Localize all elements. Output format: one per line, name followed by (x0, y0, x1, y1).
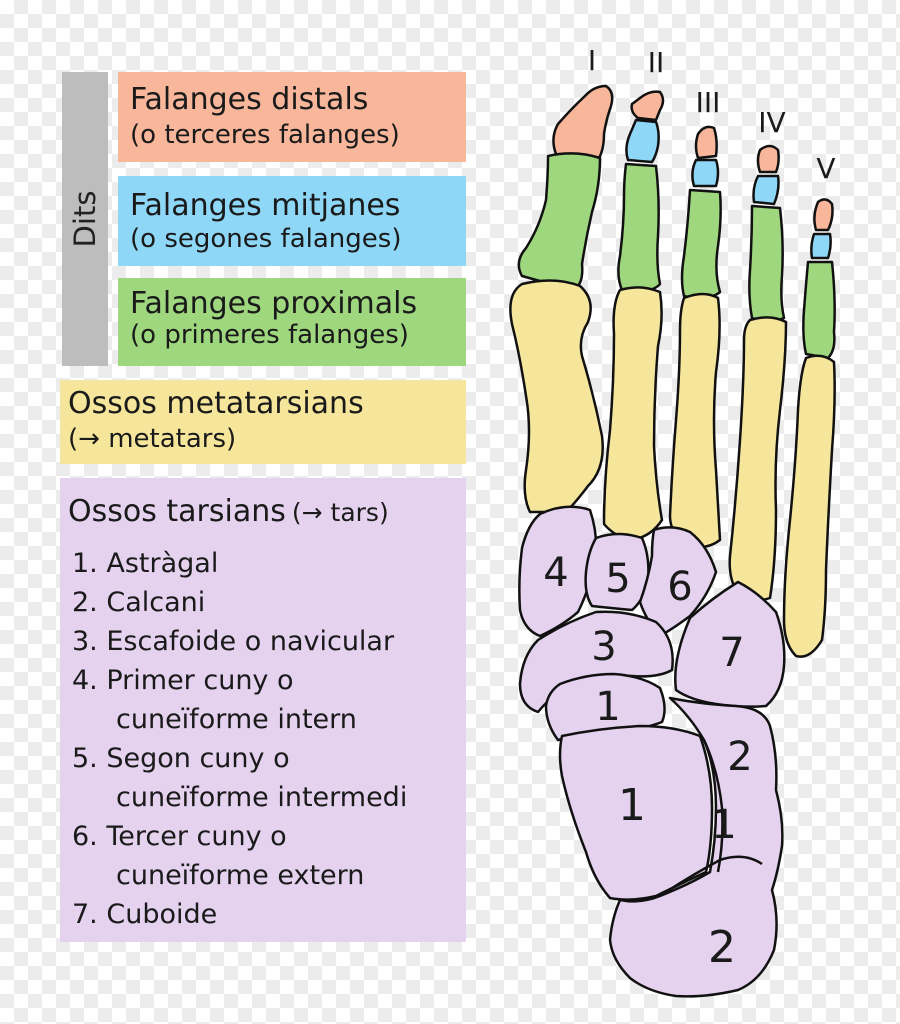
proximal-phalanx-2 (618, 164, 660, 291)
middle-phalanx-4 (754, 176, 779, 204)
metatarsal-1 (510, 280, 602, 512)
bone-number-talus-body: 1 (618, 780, 646, 831)
toe-label-5: V (816, 152, 835, 185)
metatarsal-5 (784, 356, 835, 657)
bone-number-talus-side: 1 (711, 802, 736, 848)
bone-number-calcaneus-lower: 2 (708, 922, 736, 973)
toe-label-1: I (588, 44, 596, 77)
bone-number-cuneiform-medial: 4 (543, 550, 568, 596)
distal-phalanx-2 (632, 92, 663, 120)
middle-phalanx-2 (626, 120, 658, 162)
toe-label-3: III (696, 86, 721, 119)
proximal-phalanx-5 (803, 262, 834, 358)
metatarsal-2 (604, 287, 662, 540)
bone-number-cuneiform-lateral: 6 (667, 564, 692, 610)
bone-number-cuneiform-intermediate: 5 (605, 556, 630, 602)
middle-phalanx-3 (692, 160, 718, 186)
proximal-phalanx-3 (682, 190, 721, 298)
distal-phalanx-4 (758, 146, 779, 172)
metatarsal-3 (670, 294, 720, 547)
metatarsal-4 (730, 317, 786, 600)
toe-label-2: II (648, 46, 665, 79)
toe-label-4: IV (758, 106, 785, 139)
middle-phalanx-5 (811, 234, 830, 258)
distal-phalanx-3 (696, 127, 717, 158)
proximal-phalanx-4 (749, 206, 784, 321)
bone-number-navicular: 3 (591, 624, 616, 670)
bone-number-cuboid: 7 (719, 630, 744, 676)
bone-number-talus-head: 1 (595, 684, 620, 730)
distal-phalanx-5 (814, 199, 832, 230)
proximal-phalanx-1 (519, 153, 600, 290)
distal-phalanx-1 (553, 86, 612, 160)
bone-number-calcaneus-upper: 2 (727, 734, 752, 780)
